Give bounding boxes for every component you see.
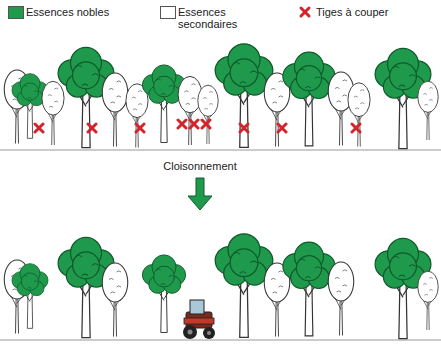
legend-text: Essences secondaires <box>178 6 250 30</box>
legend-text: Tiges à couper <box>316 6 388 18</box>
legend-text: Essences nobles <box>26 6 109 18</box>
legend-swatch <box>160 6 176 19</box>
legend-swatch <box>8 6 24 19</box>
corridor-label: Cloisonnement <box>163 160 236 172</box>
legend-cross <box>298 5 312 19</box>
